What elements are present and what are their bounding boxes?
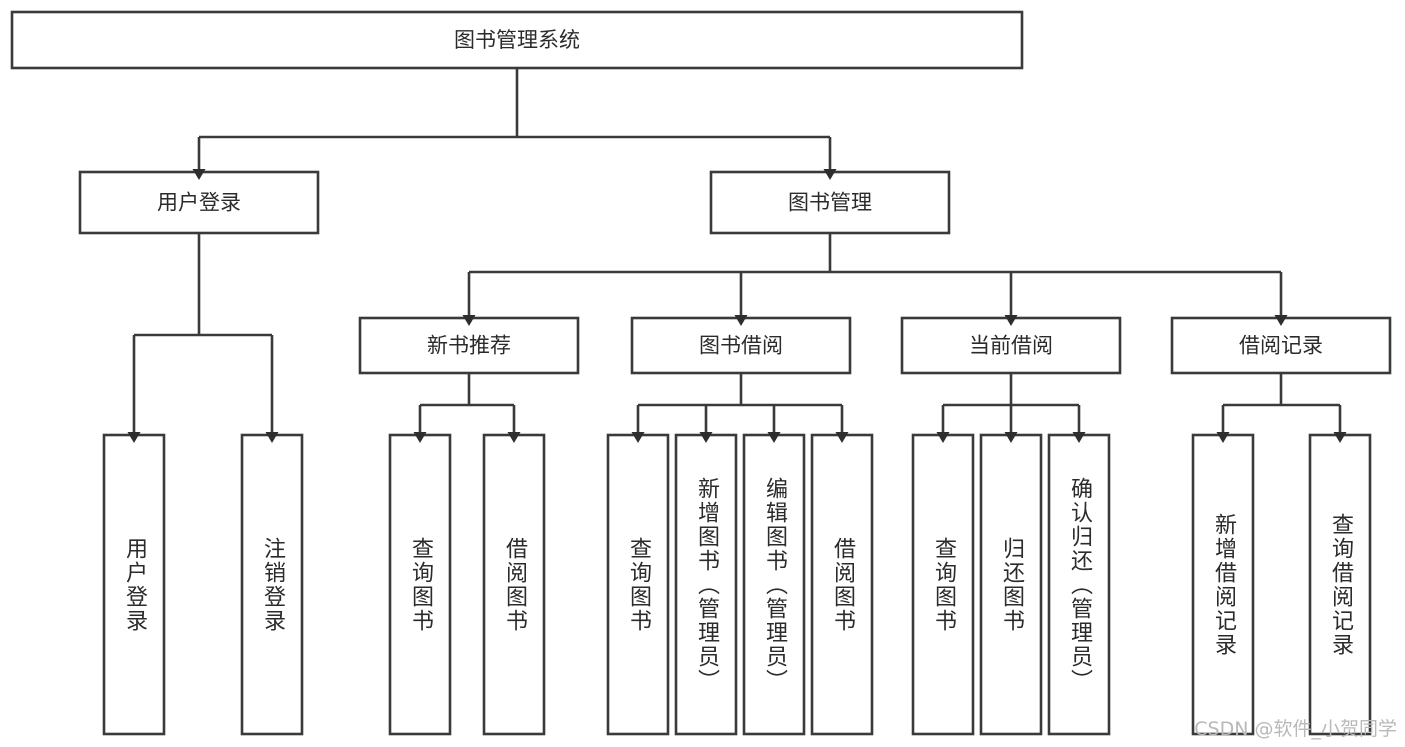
- node-leaf-2[interactable]: [388, 433, 452, 736]
- level2-label-3: 借阅记录: [1239, 334, 1323, 358]
- node-root-图书管理系统[interactable]: [10, 10, 1024, 70]
- node-leaf-9[interactable]: [979, 433, 1043, 736]
- node-boxes-layer: [10, 10, 1392, 736]
- node-leaf-7[interactable]: [810, 433, 874, 736]
- node-leaf-1[interactable]: [240, 433, 304, 736]
- node-leaf-10[interactable]: [1047, 433, 1111, 736]
- level2-label-1: 图书借阅: [699, 334, 783, 358]
- node-level1-0[interactable]: [78, 170, 320, 235]
- root-title-label: 图书管理系统: [454, 28, 580, 52]
- level1-label-0: 用户登录: [157, 191, 241, 215]
- node-leaf-5[interactable]: [674, 433, 738, 736]
- csdn-watermark: CSDN @软件_小贺同学: [1194, 718, 1397, 740]
- node-leaf-0[interactable]: [102, 433, 166, 736]
- node-leaf-3[interactable]: [482, 433, 546, 736]
- node-leaf-11[interactable]: [1191, 433, 1255, 736]
- node-level2-2[interactable]: [900, 316, 1122, 375]
- level2-label-0: 新书推荐: [427, 334, 511, 358]
- node-leaf-6[interactable]: [742, 433, 806, 736]
- level1-label-1: 图书管理: [788, 191, 872, 215]
- level2-label-2: 当前借阅: [969, 334, 1053, 358]
- node-leaf-4[interactable]: [606, 433, 670, 736]
- node-level2-0[interactable]: [358, 316, 580, 375]
- node-leaf-12[interactable]: [1308, 433, 1372, 736]
- node-leaf-8[interactable]: [911, 433, 975, 736]
- connector-edges-layer: [127, 68, 1347, 443]
